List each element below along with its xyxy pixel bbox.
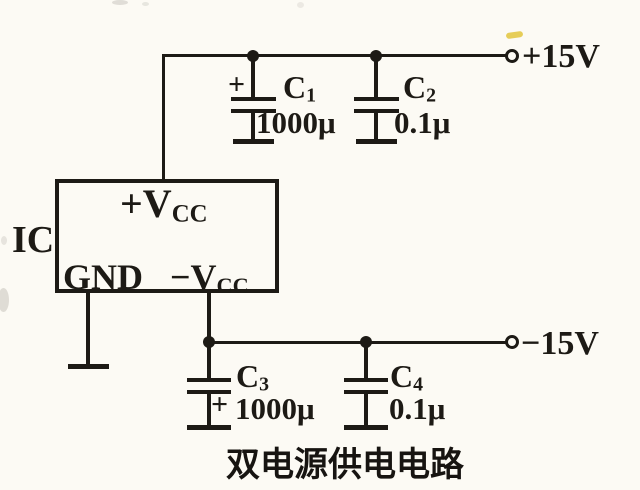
- c4-plate-top: [344, 378, 388, 382]
- vcc-minus-pin-wire: [207, 291, 211, 343]
- c3-lead-top: [207, 342, 211, 379]
- c1-plate-top: [231, 97, 276, 101]
- c4-value: 0.1μ: [389, 391, 446, 426]
- circuit-caption: 双电源供电电路: [226, 445, 464, 485]
- terminal-negative: [505, 335, 519, 349]
- c4-lead-bottom: [364, 394, 368, 427]
- c3-label: C3: [236, 358, 270, 396]
- scan-artifact-yellow: [505, 30, 524, 40]
- scan-artifact-speck: [142, 2, 149, 6]
- ic-label: IC: [12, 219, 55, 261]
- ground-bar: [68, 364, 109, 369]
- pin-label-vcc-plus: +VCC: [120, 181, 208, 228]
- negative-rail-wire: [208, 341, 506, 344]
- c4-plate-bottom: [344, 390, 388, 394]
- c1-label: C1: [283, 69, 317, 107]
- terminal-positive: [505, 49, 519, 63]
- scan-artifact-smudge: [1, 236, 7, 245]
- c4-label: C4: [390, 358, 424, 396]
- c1-plate-bottom: [231, 109, 276, 113]
- scan-artifact-speck: [297, 2, 304, 8]
- scan-artifact-smudge: [0, 288, 9, 312]
- c2-value: 0.1μ: [394, 105, 451, 140]
- c1-lead-bottom: [251, 113, 255, 140]
- c3-lead-bottom: [207, 394, 211, 427]
- pin-label-vcc-minus: −VCC: [170, 257, 249, 299]
- c2-plate-top: [354, 97, 399, 101]
- c3-value: 1000μ: [235, 391, 315, 426]
- c1-value: 1000μ: [256, 105, 336, 140]
- ic-supply-wire: [162, 54, 165, 181]
- c2-terminal-bar: [356, 139, 397, 144]
- ic-box: [55, 179, 279, 293]
- pin-label-gnd: GND: [63, 257, 143, 297]
- c1-terminal-bar: [233, 139, 274, 144]
- c2-lead-bottom: [374, 113, 378, 140]
- c1-polarity-sign: +: [228, 68, 246, 101]
- c3-polarity-sign: +: [211, 388, 229, 421]
- c3-plate-bottom: [187, 390, 231, 394]
- c3-terminal-bar: [187, 425, 231, 430]
- positive-rail-label: +15V: [522, 38, 600, 75]
- scan-artifact-speck: [112, 0, 128, 5]
- c1-lead-top: [251, 56, 255, 98]
- c4-lead-top: [364, 342, 368, 379]
- c2-lead-top: [374, 56, 378, 98]
- negative-rail-label: −15V: [521, 325, 599, 362]
- c2-plate-bottom: [354, 109, 399, 113]
- c2-label: C2: [403, 69, 437, 107]
- gnd-pin-wire: [86, 291, 90, 366]
- positive-rail-wire: [163, 54, 506, 57]
- c3-plate-top: [187, 378, 231, 382]
- c4-terminal-bar: [344, 425, 388, 430]
